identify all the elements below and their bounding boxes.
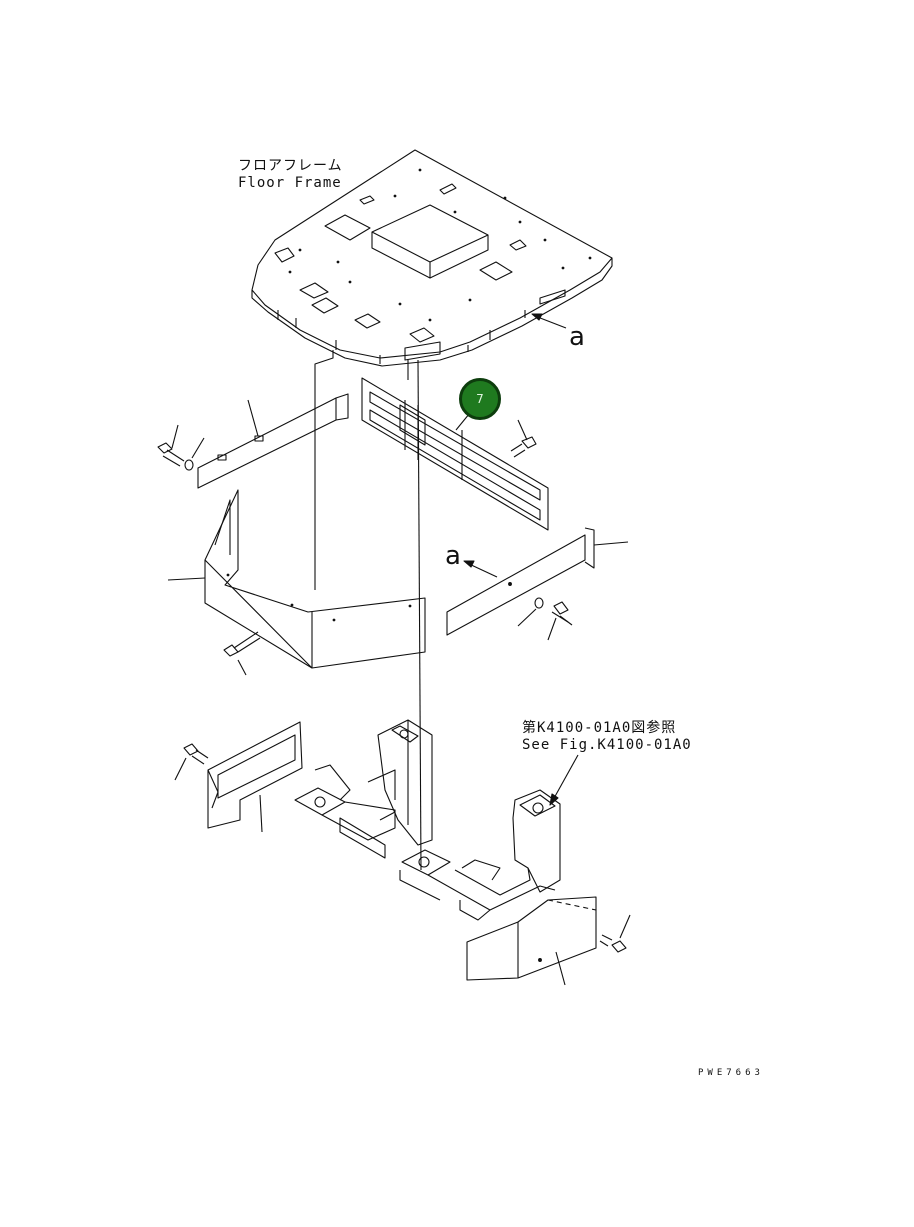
bolt-icon-left-lower [223,631,261,676]
see-fig-label-en: See Fig.K4100-01A0 [522,737,692,753]
left-small-plate [207,721,303,833]
left-side-bracket [197,393,349,489]
right-lower-cover [466,896,597,986]
arrow-a-lower-icon [463,560,498,578]
see-fig-label-jp: 第K4100-01A0図参照 [522,720,677,736]
floor-frame-label-jp: フロアフレーム [238,158,343,174]
bolt-icon [157,424,185,467]
floor-frame-label: フロアフレーム Floor Frame [238,158,343,192]
right-angle-bracket [446,527,629,636]
arrow-a-upper-icon [531,313,567,329]
floor-frame-plate [251,149,613,367]
arrow-a-upper-label: a [569,322,585,352]
part-callout-7[interactable]: 7 [459,378,501,420]
rear-channel-bracket [361,377,549,531]
washer-icon-right [517,597,544,627]
bolt-icon-right-cover [599,914,631,953]
drawing-code: PWE7663 [698,1068,764,1078]
bolt-icon-right-upper [510,419,537,458]
see-fig-arrow-icon [549,754,579,806]
washer-icon [184,437,205,471]
floor-frame-label-en: Floor Frame [238,175,342,191]
bolt-icon-left-plate [174,743,209,781]
arrow-a-lower-label: a [445,541,461,571]
lower-mount-frame [294,719,561,921]
bolt-icon-right-lower [547,601,573,641]
left-cover-panel [167,489,426,669]
see-fig-label: 第K4100-01A0図参照 See Fig.K4100-01A0 [522,720,692,754]
